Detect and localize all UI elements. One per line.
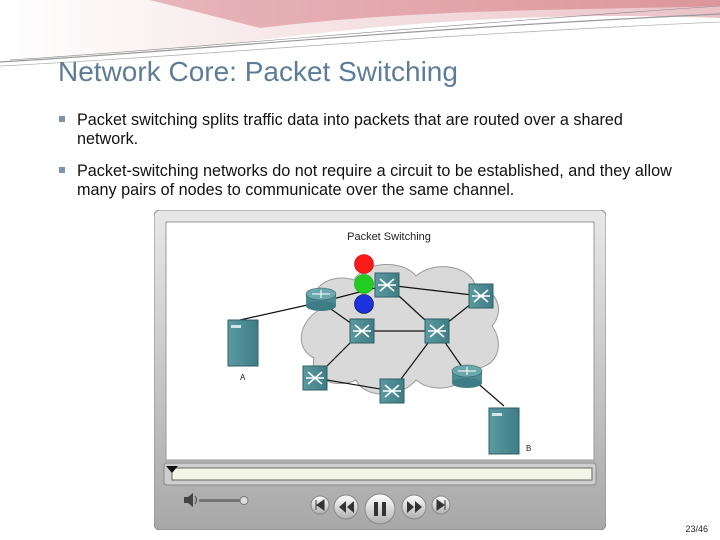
bullet-marker-icon bbox=[59, 116, 65, 122]
animation-title: Packet Switching bbox=[347, 231, 431, 243]
switch-icon bbox=[374, 272, 400, 298]
bullet-text: Packet switching splits traffic data int… bbox=[77, 111, 623, 148]
skip-back-icon bbox=[315, 499, 325, 511]
rewind-button[interactable] bbox=[333, 494, 359, 520]
host-b-label: B bbox=[526, 444, 531, 453]
packet-red-icon bbox=[354, 254, 374, 274]
switch-icon bbox=[468, 283, 494, 309]
media-player: Packet Switching A B bbox=[154, 210, 606, 530]
switch-icon bbox=[349, 318, 375, 344]
packet-blue-icon bbox=[354, 294, 374, 314]
router-icon bbox=[451, 364, 483, 388]
bullet-list: Packet switching splits traffic data int… bbox=[58, 111, 678, 213]
router-icon bbox=[305, 287, 337, 311]
fast-forward-icon bbox=[407, 501, 422, 513]
bullet-item: Packet-switching networks do not require… bbox=[58, 162, 678, 200]
switch-icon bbox=[424, 318, 450, 344]
volume-knob[interactable] bbox=[239, 496, 249, 505]
slide-title: Network Core: Packet Switching bbox=[58, 56, 458, 87]
volume-icon[interactable] bbox=[184, 493, 197, 507]
switch-icon bbox=[302, 365, 328, 391]
progress-bar[interactable] bbox=[171, 467, 593, 481]
host-b-server-icon bbox=[488, 407, 520, 455]
skip-forward-button[interactable] bbox=[431, 495, 451, 515]
progress-marker-icon[interactable] bbox=[166, 466, 178, 473]
pause-icon-bar bbox=[382, 502, 386, 516]
page-number: 23/46 bbox=[685, 524, 708, 534]
host-a-label: A bbox=[240, 373, 246, 382]
network-cloud bbox=[300, 264, 500, 395]
skip-forward-icon bbox=[436, 499, 446, 511]
host-a-server-icon bbox=[227, 319, 259, 367]
bullet-item: Packet switching splits traffic data int… bbox=[58, 111, 678, 149]
header-decoration bbox=[0, 0, 720, 67]
switch-icon bbox=[379, 378, 405, 404]
bullet-marker-icon bbox=[59, 167, 65, 173]
rewind-icon bbox=[339, 501, 354, 513]
packet-green-icon bbox=[354, 274, 374, 294]
pause-icon bbox=[374, 502, 378, 516]
volume-slider[interactable] bbox=[199, 499, 244, 502]
skip-back-button[interactable] bbox=[310, 495, 330, 515]
pause-button[interactable] bbox=[364, 493, 396, 525]
bullet-text: Packet-switching networks do not require… bbox=[77, 162, 672, 199]
fast-forward-button[interactable] bbox=[401, 494, 427, 520]
